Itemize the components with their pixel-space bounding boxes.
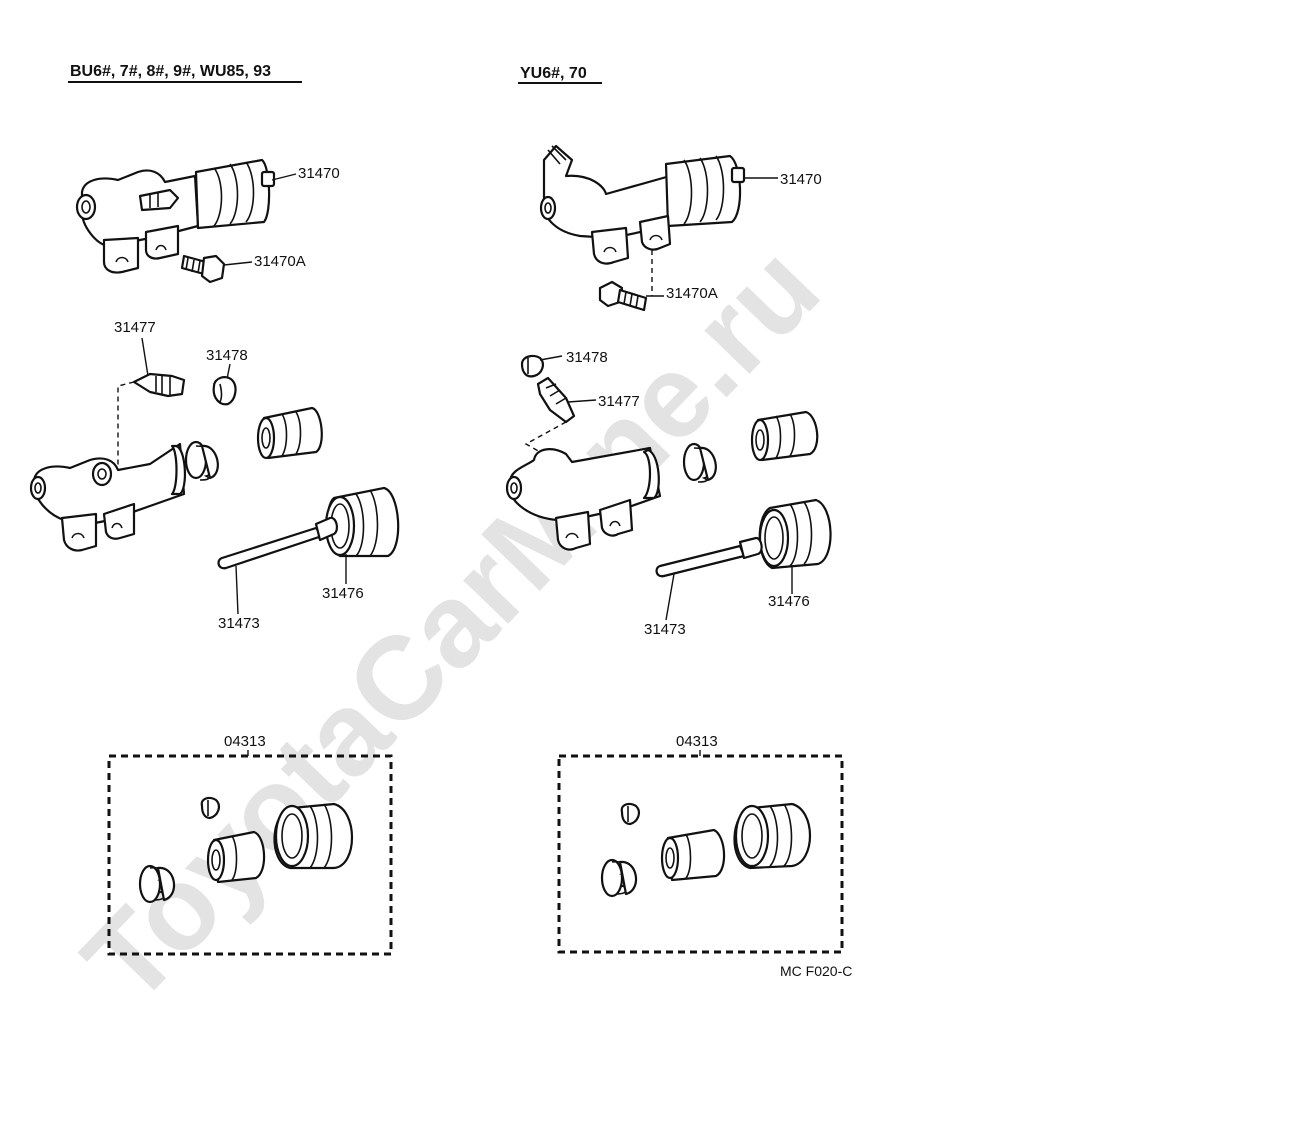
left-label-31473: 31473 (218, 615, 260, 632)
left-label-31470: 31470 (298, 165, 340, 182)
left-spring (184, 440, 219, 481)
figure-code: MC F020-C (780, 963, 852, 979)
watermark: ToyotaCarMine.ru (59, 221, 845, 1028)
left-lead-31470 (271, 173, 297, 181)
left-piston (256, 406, 323, 460)
right-label-31470a: 31470A (666, 285, 718, 302)
right-kit-contents (600, 802, 811, 898)
left-cylinder-body (29, 442, 186, 552)
right-bleeder-cap (520, 354, 544, 378)
right-lead-31477 (567, 399, 597, 403)
left-kit-contents (138, 796, 353, 904)
right-cylinder-assembly (539, 144, 746, 265)
left-bleeder-plug (132, 372, 186, 398)
left-push-rod (217, 516, 339, 570)
right-push-rod (655, 536, 763, 578)
left-boot (324, 486, 400, 558)
left-label-31477: 31477 (114, 319, 156, 336)
left-cylinder-assembly (75, 158, 276, 274)
right-spring (682, 442, 717, 483)
right-plug-dashed-guide (524, 421, 567, 453)
left-lead-31477 (141, 337, 149, 377)
right-label-31477: 31477 (598, 393, 640, 410)
right-cylinder-body (505, 446, 662, 551)
left-heading: BU6#, 7#, 8#, 9#, WU85, 93 (70, 63, 271, 80)
left-label-31476: 31476 (322, 585, 364, 602)
left-label-31478: 31478 (206, 347, 248, 364)
right-lead-31478 (539, 355, 563, 361)
right-label-31473: 31473 (644, 621, 686, 638)
left-lead-31473 (235, 565, 239, 615)
right-label-31478: 31478 (566, 349, 608, 366)
left-lead-31470a (223, 261, 253, 266)
right-label-31476: 31476 (768, 593, 810, 610)
left-bolt (180, 254, 226, 284)
left-group: BU6#, 7#, 8#, 9#, WU85, 93 31470 31470A (29, 63, 400, 956)
right-heading: YU6#, 70 (520, 65, 587, 82)
right-lead-31473 (665, 573, 675, 621)
right-label-31470: 31470 (780, 171, 822, 188)
right-label-04313: 04313 (676, 733, 718, 750)
right-group: YU6#, 70 31470 31470A (505, 65, 852, 979)
right-piston (750, 410, 819, 462)
right-bolt (598, 280, 648, 312)
left-label-31470a: 31470A (254, 253, 306, 270)
right-boot (758, 498, 832, 570)
right-bleeder-plug (536, 376, 576, 424)
left-label-04313: 04313 (224, 733, 266, 750)
left-plug-dashed-guide (117, 381, 135, 478)
left-bleeder-cap (212, 376, 237, 406)
